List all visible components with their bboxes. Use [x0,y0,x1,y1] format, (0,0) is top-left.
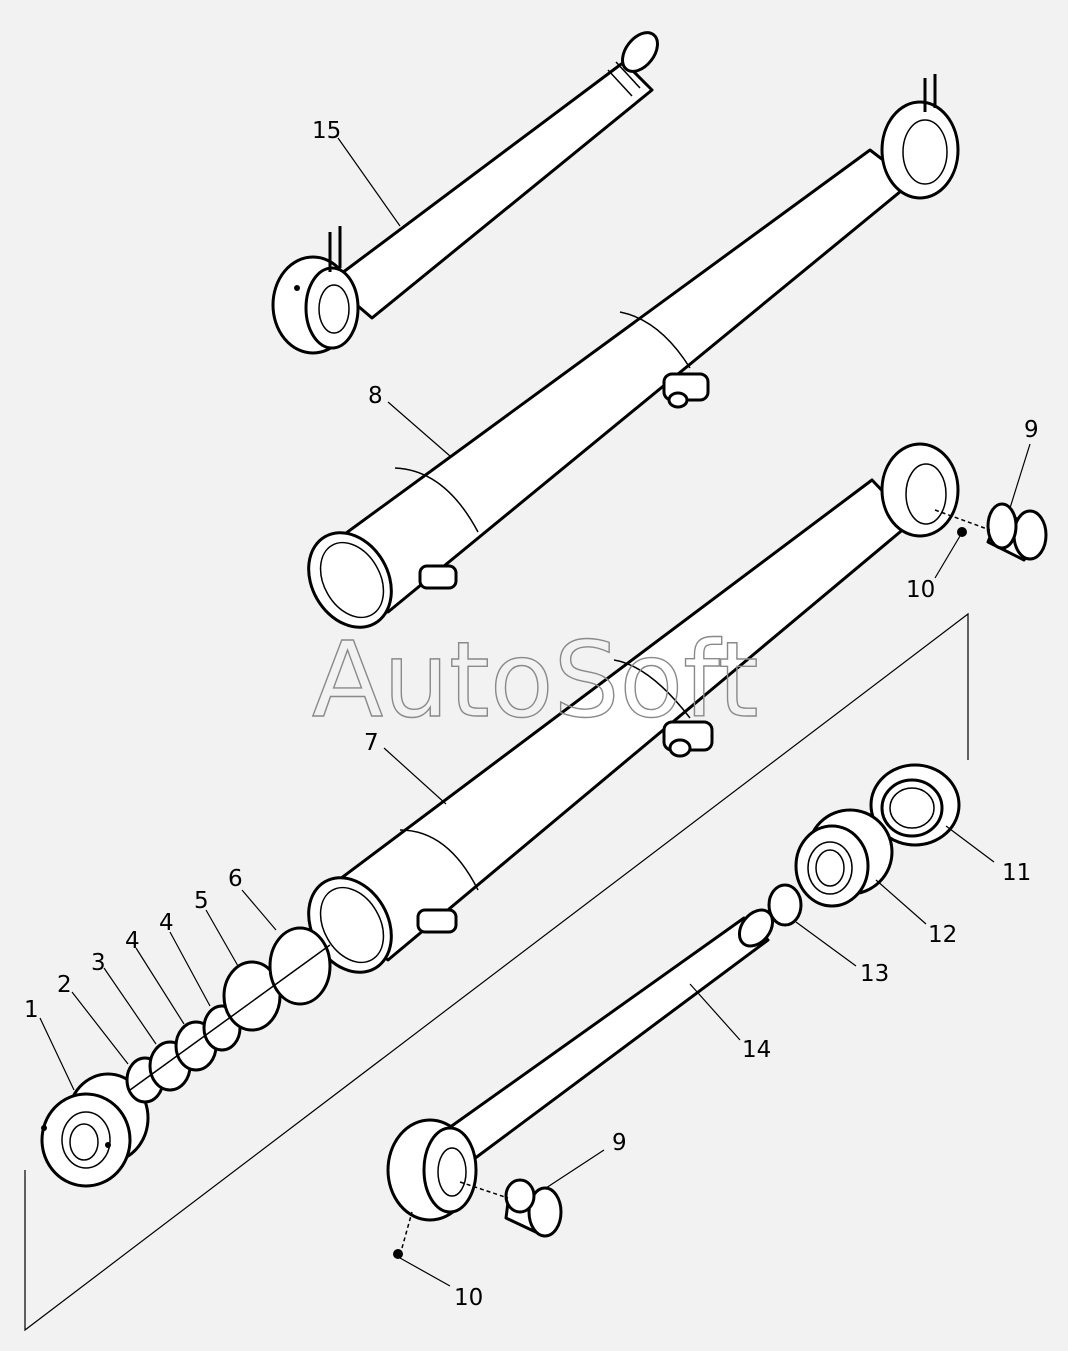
label-9-upper: 9 [1024,417,1039,443]
assembly-axis [129,944,331,1091]
part-15-rod [271,31,659,355]
label-10-lower: 10 [454,1285,483,1311]
part-8-barrel [307,74,960,629]
part-9-bushing-upper [986,502,1048,562]
part-14-rod [386,908,775,1222]
part-13-o-ring [767,883,803,927]
part-12-piston [794,808,894,908]
label-4a: 4 [125,928,140,954]
label-2: 2 [57,972,72,998]
assembly-bracket-line [24,612,969,1332]
label-4b: 4 [159,910,174,936]
part-10-ball-upper [957,527,967,537]
label-3: 3 [91,950,106,976]
label-5: 5 [194,888,209,914]
part-11-seal-ring [869,763,961,847]
label-12: 12 [928,922,957,948]
label-1: 1 [24,997,39,1023]
label-11: 11 [1002,860,1031,886]
axis-line-upper [934,509,991,531]
label-9-lower: 9 [612,1130,627,1156]
axis-line-ball [401,1211,413,1249]
label-14: 14 [742,1037,771,1063]
watermark: AutoSoft [312,619,759,741]
leader-lines [39,137,1031,1287]
part-9-bushing-lower [504,1178,563,1238]
label-6: 6 [228,866,243,892]
label-13: 13 [860,961,889,987]
label-15: 15 [312,118,341,144]
label-8: 8 [368,383,383,409]
label-10-upper: 10 [906,577,935,603]
label-7: 7 [364,730,379,756]
axis-line-lower [459,1181,509,1199]
part-1-gland [40,1072,150,1188]
part-10-ball-lower [393,1249,403,1259]
